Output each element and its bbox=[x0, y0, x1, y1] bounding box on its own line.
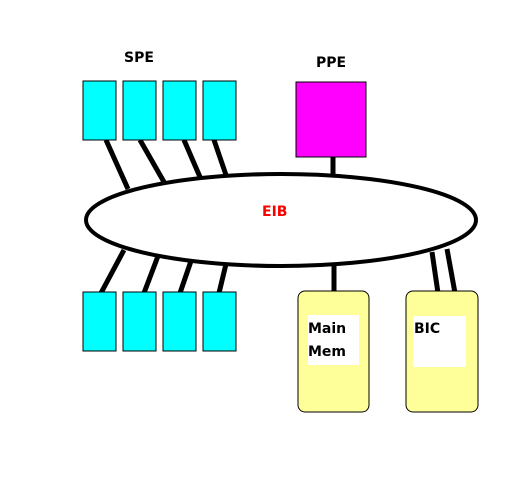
spe-box-top-1 bbox=[82, 80, 117, 141]
eib-label: EIB bbox=[262, 204, 287, 220]
connector-spe-top-2 bbox=[137, 138, 167, 184]
spe-box-top-4 bbox=[202, 80, 237, 141]
spe-box-bottom-3 bbox=[162, 291, 197, 352]
spe-box-bottom-2 bbox=[122, 291, 157, 352]
connector-spe-top-3 bbox=[181, 139, 203, 178]
connector-bic-1 bbox=[429, 251, 441, 294]
main-mem-label-line2: Mem bbox=[308, 344, 346, 360]
connector-lines bbox=[98, 138, 458, 295]
main-mem-label-panel bbox=[308, 315, 359, 365]
bic-label: BIC bbox=[414, 321, 440, 337]
spe-box-top-3 bbox=[162, 80, 197, 141]
connector-spe-top-1 bbox=[103, 138, 131, 191]
spe-box-top-2 bbox=[122, 80, 157, 141]
connector-spe-bottom-1 bbox=[98, 248, 127, 295]
connector-spe-bottom-2 bbox=[141, 255, 161, 294]
connector-bic-2 bbox=[444, 248, 458, 294]
bic-label-panel bbox=[413, 316, 466, 367]
connector-spe-bottom-3 bbox=[177, 260, 194, 294]
connector-spe-bottom-4 bbox=[216, 263, 229, 294]
spe-box-bottom-1 bbox=[82, 291, 117, 352]
eib-bus-ellipse bbox=[84, 172, 478, 268]
spe-label: SPE bbox=[124, 50, 154, 66]
ppe-label: PPE bbox=[316, 55, 346, 71]
ppe-box bbox=[295, 81, 367, 158]
spe-bottom-group bbox=[82, 291, 237, 352]
spe-top-group bbox=[82, 80, 237, 141]
spe-box-bottom-4 bbox=[202, 291, 237, 352]
main-mem-label-line1: Main bbox=[308, 321, 346, 337]
connector-spe-top-4 bbox=[211, 139, 229, 176]
